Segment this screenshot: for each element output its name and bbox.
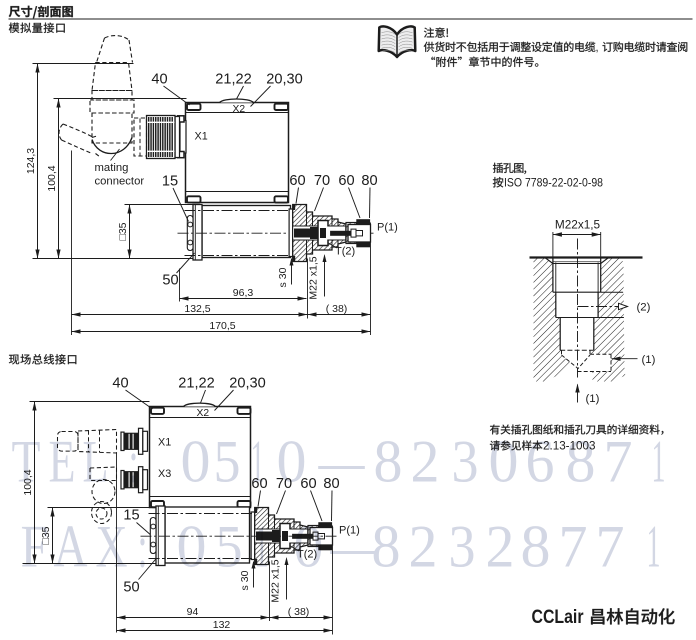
svg-text:s 30: s 30 (277, 267, 289, 287)
svg-text:8: 8 (566, 429, 596, 496)
svg-text:(2): (2) (637, 302, 651, 314)
svg-text:connector: connector (95, 176, 145, 188)
svg-text:8: 8 (521, 514, 551, 581)
svg-text:s 30: s 30 (239, 570, 251, 590)
svg-text:40: 40 (151, 72, 167, 88)
svg-text:50: 50 (123, 580, 139, 596)
svg-text:94: 94 (187, 606, 199, 618)
svg-text:7: 7 (604, 429, 633, 496)
svg-text:M22 x1,5: M22 x1,5 (308, 256, 320, 299)
svg-text:X3: X3 (158, 468, 171, 480)
svg-text:X2: X2 (197, 408, 210, 419)
svg-text:M22x1,5: M22x1,5 (555, 218, 601, 232)
svg-text:21,22: 21,22 (178, 376, 215, 392)
svg-text:7: 7 (596, 514, 625, 581)
svg-text:21,22: 21,22 (215, 72, 252, 88)
svg-text:60: 60 (289, 173, 305, 189)
svg-text:0: 0 (277, 429, 307, 496)
svg-text:40: 40 (112, 376, 128, 392)
svg-text:E: E (49, 429, 76, 496)
svg-text:,: , (596, 42, 599, 54)
svg-text:8: 8 (374, 429, 403, 496)
svg-text:132,5: 132,5 (184, 303, 210, 315)
svg-text:□35: □35 (117, 222, 129, 240)
svg-text:(1): (1) (586, 393, 600, 405)
svg-text:CCLair: CCLair (532, 607, 584, 628)
svg-text:X1: X1 (158, 437, 171, 449)
svg-text:15: 15 (162, 174, 178, 190)
svg-text:P(1): P(1) (339, 525, 360, 537)
svg-text:2.13-1003: 2.13-1003 (543, 441, 596, 453)
svg-text:60: 60 (251, 476, 267, 492)
svg-text:3: 3 (452, 429, 479, 496)
svg-text:1: 1 (652, 429, 666, 496)
svg-text:X1: X1 (195, 131, 208, 143)
svg-text:20,30: 20,30 (266, 72, 303, 88)
svg-text:0: 0 (181, 429, 211, 496)
svg-text:1: 1 (251, 429, 265, 496)
svg-text:50: 50 (162, 273, 178, 289)
svg-text:7: 7 (559, 514, 588, 581)
svg-text:70: 70 (314, 173, 330, 189)
svg-text:—: — (330, 514, 377, 581)
svg-text:0: 0 (294, 514, 324, 581)
svg-text:70: 70 (276, 476, 292, 492)
svg-text:8: 8 (372, 514, 401, 581)
svg-text:□35: □35 (40, 526, 52, 544)
svg-text:60: 60 (338, 173, 354, 189)
svg-text:( 38): ( 38) (326, 303, 348, 315)
svg-text:ISO 7789-22-02-0-98: ISO 7789-22-02-0-98 (504, 176, 603, 190)
svg-text:F: F (21, 514, 49, 581)
svg-text:0: 0 (489, 429, 519, 496)
svg-text:132: 132 (213, 619, 231, 631)
svg-text:80: 80 (361, 173, 377, 189)
svg-text:100,4: 100,4 (22, 469, 34, 495)
svg-text:124,3: 124,3 (25, 148, 37, 174)
svg-text:X2: X2 (233, 104, 246, 115)
svg-text:L: L (83, 429, 109, 496)
svg-text:2: 2 (409, 514, 438, 581)
svg-text:M22 x1,5: M22 x1,5 (270, 559, 282, 602)
svg-text:3: 3 (449, 514, 476, 581)
svg-text:0: 0 (177, 514, 207, 581)
svg-text::: : (129, 429, 139, 496)
svg-text::: : (138, 514, 148, 581)
svg-text:T: T (12, 429, 41, 496)
svg-text:1: 1 (255, 514, 269, 581)
svg-text:100,4: 100,4 (46, 165, 58, 191)
svg-text:96,3: 96,3 (233, 287, 254, 299)
svg-text:170,5: 170,5 (209, 320, 235, 332)
svg-text:1: 1 (647, 514, 661, 581)
svg-text:2: 2 (486, 514, 515, 581)
svg-text:( 38): ( 38) (288, 606, 310, 618)
svg-text:mating: mating (95, 162, 129, 174)
svg-text:15: 15 (123, 508, 139, 524)
svg-text:P(1): P(1) (377, 222, 398, 234)
svg-text:5: 5 (214, 429, 241, 496)
svg-text:20,30: 20,30 (229, 376, 266, 392)
svg-text:(1): (1) (642, 354, 656, 366)
svg-text:60: 60 (300, 476, 316, 492)
svg-text:A: A (54, 514, 88, 581)
svg-text:—: — (318, 429, 365, 496)
svg-text:6: 6 (526, 429, 555, 496)
svg-text:X: X (96, 514, 128, 581)
svg-text:80: 80 (323, 476, 339, 492)
svg-text:T(2): T(2) (297, 549, 317, 561)
svg-text:2: 2 (411, 429, 440, 496)
svg-text:T(2): T(2) (335, 246, 355, 258)
svg-text:5: 5 (216, 514, 243, 581)
